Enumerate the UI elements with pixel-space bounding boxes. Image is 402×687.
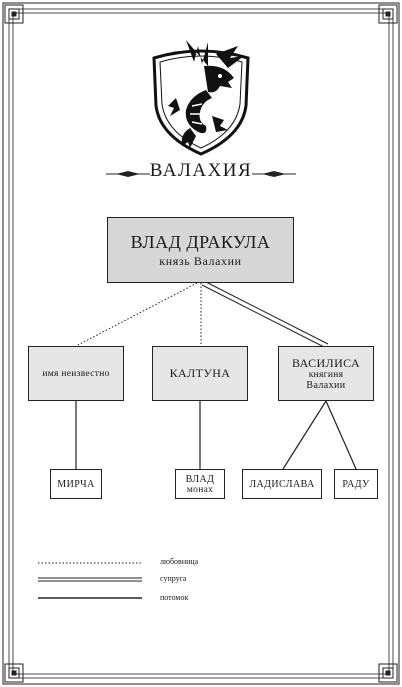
title-ornament-right [252, 171, 296, 177]
child-box-3: ЛАДИСЛАВА [242, 469, 322, 499]
child-box-1: МИРЧА [50, 469, 102, 499]
root-name: ВЛАД ДРАКУЛА [130, 232, 271, 252]
child-2-name: ВЛАД [185, 473, 215, 485]
corner-ornament-tr [378, 4, 398, 24]
partner-3-title-line2: Валахии [306, 379, 346, 391]
link-root-partner-1 [75, 282, 198, 347]
child-2-title: монах [186, 484, 214, 495]
partner-3-title-line1: княгиня [308, 369, 344, 380]
partner-3-name: ВАСИЛИСА [291, 355, 361, 370]
partner-box-3: ВАСИЛИСА княгиня Валахии [278, 346, 374, 401]
partner-box-1: имя неизвестно [28, 346, 124, 401]
child-1-name: МИРЧА [57, 478, 95, 490]
root-person-box: ВЛАД ДРАКУЛА князь Валахии [107, 217, 294, 283]
legend-label-spouse: супруга [160, 574, 187, 583]
corner-ornament-tl [4, 4, 24, 24]
title-ornament-left [106, 171, 150, 177]
page-title: ВАЛАХИЯ [149, 160, 253, 181]
child-box-2: ВЛАД монах [175, 469, 225, 499]
link-root-partner-3-b [201, 284, 327, 349]
child-box-4: РАДУ [334, 469, 378, 499]
partner-1-name: имя неизвестно [42, 368, 110, 379]
dragon-crest-icon [152, 40, 250, 156]
link-partner-3-child-4 [325, 400, 357, 470]
child-4-name: РАДУ [342, 478, 370, 490]
link-partner-3-child-3 [282, 400, 327, 470]
legend-label-mistress: любовница [160, 557, 199, 566]
child-3-name: ЛАДИСЛАВА [249, 478, 315, 490]
corner-ornament-bl [4, 663, 24, 683]
link-root-partner-3-a [203, 280, 329, 345]
legend-label-descendant: потомок [160, 593, 189, 602]
corner-ornament-br [378, 663, 398, 683]
root-title: князь Валахии [159, 254, 242, 268]
partner-2-name: КАЛТУНА [169, 366, 231, 380]
partner-box-2: КАЛТУНА [152, 346, 248, 401]
